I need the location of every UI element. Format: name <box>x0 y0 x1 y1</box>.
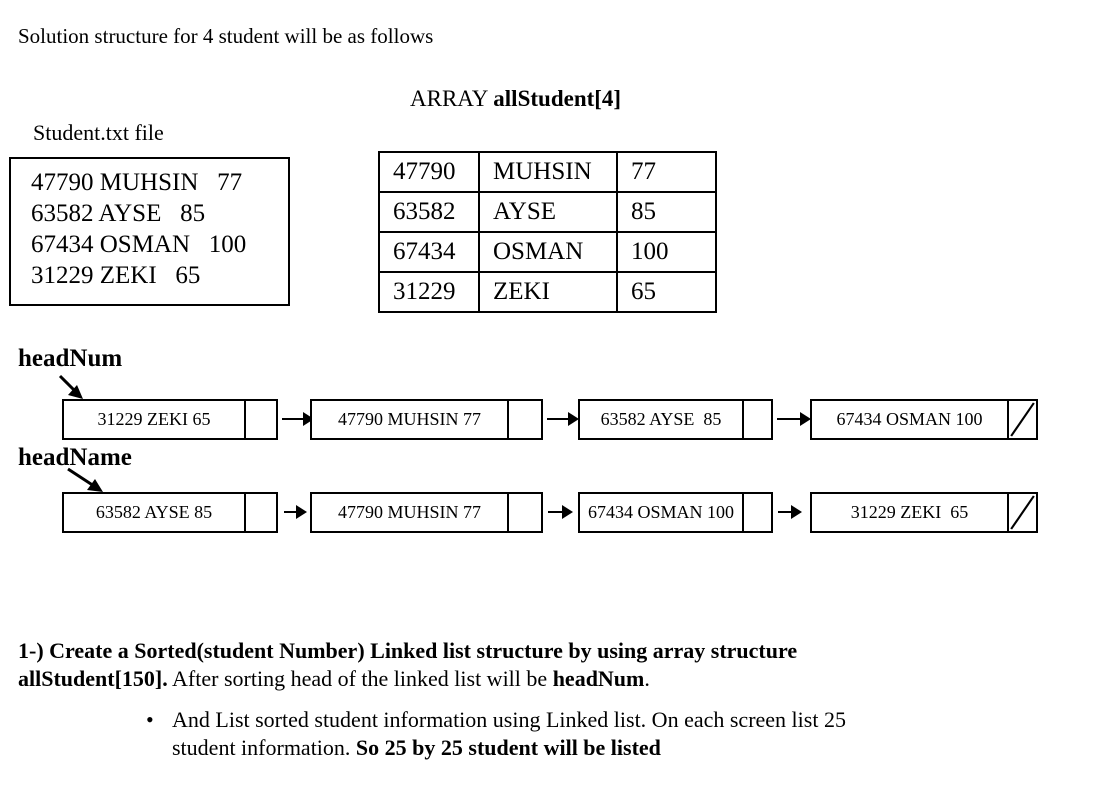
bullet-text: And List sorted student information usin… <box>172 706 846 762</box>
array-heading-name: allStudent[4] <box>493 86 622 111</box>
cell-grade: 85 <box>616 191 717 233</box>
cell-name: OSMAN <box>478 231 618 273</box>
cell-grade: 100 <box>616 231 717 273</box>
table-row: 31229 ZEKI 65 <box>378 271 717 313</box>
list-node: 67434 OSMAN 100 <box>578 492 773 533</box>
node-value: 67434 OSMAN 100 <box>587 502 734 522</box>
node-pointer-cell <box>742 401 771 438</box>
bullet-item: • And List sorted student information us… <box>18 706 1078 762</box>
cell-number: 47790 <box>378 151 480 193</box>
cell-number: 63582 <box>378 191 480 233</box>
arrow-right-icon <box>548 505 573 519</box>
node-pointer-cell <box>1007 494 1036 531</box>
arrow-right-icon <box>777 412 811 426</box>
table-row: 63582 AYSE 85 <box>378 191 717 233</box>
cell-number: 67434 <box>378 231 480 273</box>
arrow-right-icon <box>284 505 307 519</box>
arrow-right-icon <box>282 412 314 426</box>
head-pointer-arrow-icon <box>58 374 83 399</box>
cell-name: ZEKI <box>478 271 618 313</box>
question-line-2: allStudent[150]. After sorting head of t… <box>18 665 1078 693</box>
bullet-line-2-text: student information. <box>172 735 356 760</box>
node-pointer-cell <box>244 401 276 438</box>
bullet-marker: • <box>146 707 154 732</box>
node-pointer-cell <box>1007 401 1036 438</box>
bullet-line-2-bold: So 25 by 25 student will be listed <box>355 735 661 760</box>
array-table: 47790 MUHSIN 77 63582 AYSE 85 67434 OSMA… <box>378 151 717 313</box>
node-value: 67434 OSMAN 100 <box>836 409 983 429</box>
node-value: 63582 AYSE 85 <box>600 409 722 429</box>
file-label: Student.txt file <box>33 120 164 145</box>
question-headnum-ref: headNum <box>552 666 645 691</box>
list-node: 63582 AYSE 85 <box>62 492 278 533</box>
bullet-line-2: student information. So 25 by 25 student… <box>172 734 846 762</box>
headname-label: headName <box>18 444 132 471</box>
node-pointer-cell <box>507 494 541 531</box>
list-node: 67434 OSMAN 100 <box>810 399 1038 440</box>
node-value: 31229 ZEKI 65 <box>850 502 969 522</box>
null-slash-icon <box>1010 495 1035 530</box>
cell-grade: 65 <box>616 271 717 313</box>
node-pointer-cell <box>742 494 771 531</box>
bullet-line-1: And List sorted student information usin… <box>172 707 846 732</box>
table-row: 67434 OSMAN 100 <box>378 231 717 273</box>
null-slash-icon <box>1010 402 1035 437</box>
cell-number: 31229 <box>378 271 480 313</box>
head-pointer-arrow-icon <box>67 467 103 492</box>
list-node: 31229 ZEKI 65 <box>62 399 278 440</box>
node-pointer-cell <box>507 401 541 438</box>
list-node: 31229 ZEKI 65 <box>810 492 1038 533</box>
question-array-ref: allStudent[150]. <box>18 666 168 691</box>
student-file-box: 47790 MUHSIN 77 63582 AYSE 85 67434 OSMA… <box>9 157 290 306</box>
file-line: 63582 AYSE 85 <box>31 200 206 227</box>
node-value: 63582 AYSE 85 <box>95 502 213 522</box>
question-line-1: 1-) Create a Sorted(student Number) Link… <box>18 638 798 663</box>
array-heading: ARRAY allStudent[4] <box>410 86 621 112</box>
list-node: 47790 MUHSIN 77 <box>310 492 543 533</box>
question-line-2-text: After sorting head of the linked list wi… <box>167 666 553 691</box>
cell-name: AYSE <box>478 191 618 233</box>
file-line: 31229 ZEKI 65 <box>31 262 201 289</box>
cell-grade: 77 <box>616 151 717 193</box>
headnum-label: headNum <box>18 345 123 372</box>
arrow-right-icon <box>778 505 802 519</box>
file-line: 67434 OSMAN 100 <box>31 231 247 258</box>
node-value: 47790 MUHSIN 77 <box>337 502 481 522</box>
node-value: 47790 MUHSIN 77 <box>337 409 481 429</box>
table-row: 47790 MUHSIN 77 <box>378 151 717 193</box>
file-line: 47790 MUHSIN 77 <box>31 169 243 196</box>
list-node: 63582 AYSE 85 <box>578 399 773 440</box>
node-pointer-cell <box>244 494 276 531</box>
list-node: 47790 MUHSIN 77 <box>310 399 543 440</box>
question-line-2-period: . <box>644 666 650 691</box>
cell-name: MUHSIN <box>478 151 618 193</box>
arrow-right-icon <box>547 412 579 426</box>
page-title: Solution structure for 4 student will be… <box>18 24 434 48</box>
array-heading-prefix: ARRAY <box>410 86 494 111</box>
node-value: 31229 ZEKI 65 <box>97 409 211 429</box>
question-block: 1-) Create a Sorted(student Number) Link… <box>18 637 1078 762</box>
